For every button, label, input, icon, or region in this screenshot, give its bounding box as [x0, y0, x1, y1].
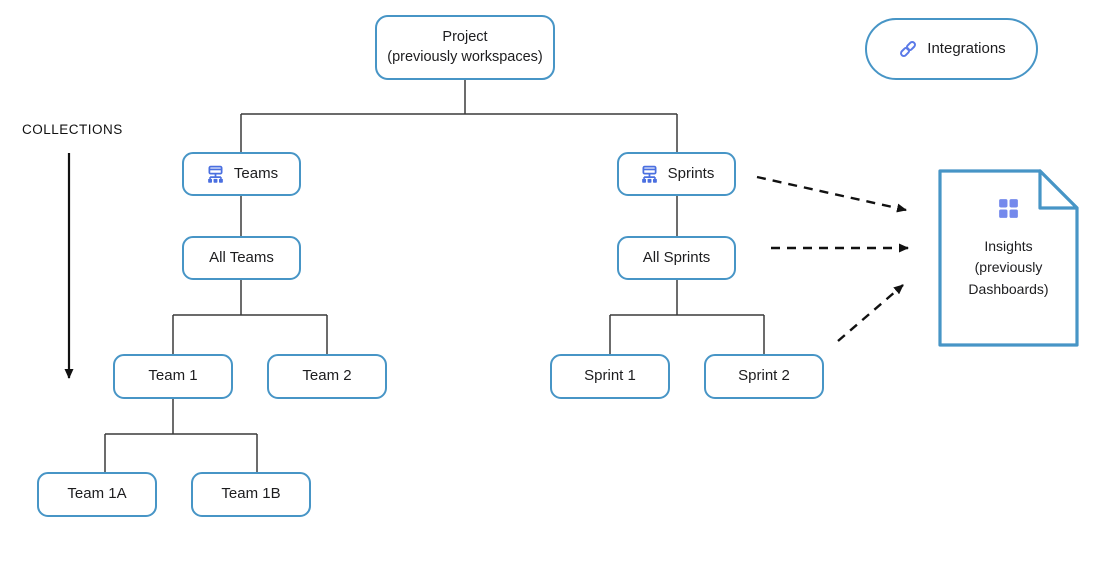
node-sprint-2: Sprint 2: [704, 354, 824, 399]
insights-line3: Dashboards): [968, 281, 1049, 298]
org-chart-icon: [639, 164, 660, 185]
node-integrations: Integrations: [865, 18, 1038, 80]
node-team-2: Team 2: [267, 354, 387, 399]
arrow-sprintarea-to-insights: [837, 284, 904, 342]
node-project: Project (previously workspaces): [375, 15, 555, 80]
sprint-2-label: Sprint 2: [738, 367, 790, 385]
all-sprints-label: All Sprints: [642, 248, 711, 266]
document-shape: [938, 169, 1079, 347]
org-chart-icon: [205, 164, 226, 185]
project-title: Project: [442, 28, 488, 45]
node-team-1: Team 1: [113, 354, 233, 399]
node-all-teams: All Teams: [182, 236, 301, 280]
teams-label: Teams: [233, 164, 279, 182]
insights-title: Insights (previously Dashboards): [968, 236, 1048, 301]
link-icon: [897, 38, 919, 60]
node-insights: Insights (previously Dashboards): [937, 168, 1080, 348]
insights-line1: Insights: [984, 237, 1033, 254]
collections-label: COLLECTIONS: [22, 122, 123, 137]
node-sprint-1: Sprint 1: [550, 354, 670, 399]
dashboard-grid-icon: [996, 196, 1021, 228]
arrow-sprints-to-insights: [756, 175, 907, 213]
team-1b-label: Team 1B: [221, 485, 281, 503]
insights-line2: (previously: [974, 259, 1043, 276]
team-1-label: Team 1: [148, 367, 198, 385]
node-team-1a: Team 1A: [37, 472, 157, 517]
team-1a-label: Team 1A: [67, 485, 127, 503]
team-2-label: Team 2: [302, 367, 352, 385]
dashed-arrows: [756, 175, 909, 342]
project-subtitle: (previously workspaces): [387, 48, 543, 65]
sprint-1-label: Sprint 1: [584, 367, 636, 385]
node-sprints: Sprints: [617, 152, 736, 196]
node-all-sprints: All Sprints: [617, 236, 736, 280]
node-team-1b: Team 1B: [191, 472, 311, 517]
tree-connectors: [104, 80, 765, 472]
integrations-label: Integrations: [927, 39, 1006, 57]
sprints-label: Sprints: [667, 164, 715, 182]
node-teams: Teams: [182, 152, 301, 196]
all-teams-label: All Teams: [209, 248, 274, 266]
